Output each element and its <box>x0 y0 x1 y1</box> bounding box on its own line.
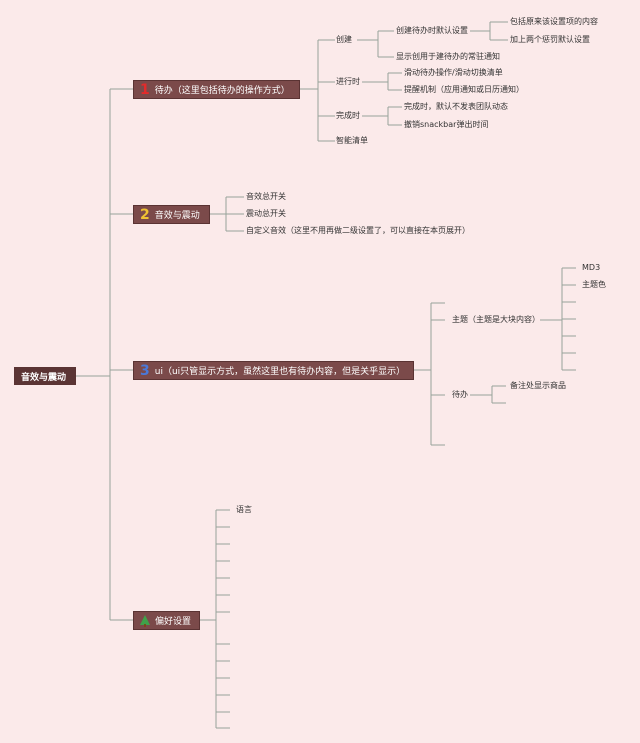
node-swipe-actions[interactable]: 滑动待办操作/滑动切换清单 <box>404 68 503 77</box>
number-two-icon: 2 <box>140 206 150 223</box>
number-one-icon: 1 <box>140 81 150 98</box>
node-md3[interactable]: MD3 <box>582 263 601 272</box>
branch-preferences[interactable]: 偏好设置 <box>133 611 200 630</box>
node-create[interactable]: 创建 <box>336 35 352 44</box>
node-in-progress[interactable]: 进行时 <box>336 77 360 86</box>
root-node[interactable]: 音效与震动 <box>14 367 76 385</box>
node-on-complete[interactable]: 完成时 <box>336 111 360 120</box>
node-custom-sound[interactable]: 自定义音效（这里不用再做二级设置了，可以直接在本页展开） <box>246 226 470 235</box>
branch-ui-label: ui（ui只管显示方式，虽然这里也有待办内容，但是关乎显示） <box>154 367 406 377</box>
branch-preferences-label: 偏好设置 <box>155 617 192 627</box>
node-undo-snackbar[interactable]: 撤销snackbar弹出时间 <box>404 120 489 129</box>
node-ui-todo[interactable]: 待办 <box>452 390 468 399</box>
branch-sound-vibration[interactable]: 2 音效与震动 <box>133 205 210 224</box>
node-no-team-post[interactable]: 完成时，默认不发表团队动态 <box>404 102 508 111</box>
node-language[interactable]: 语言 <box>236 505 252 514</box>
node-reminder-mechanism[interactable]: 提醒机制（应用通知或日历通知） <box>404 85 524 94</box>
node-theme-color[interactable]: 主题色 <box>582 280 606 289</box>
node-smart-list[interactable]: 智能清单 <box>336 136 368 145</box>
root-label: 音效与震动 <box>21 372 67 383</box>
node-sound-master[interactable]: 音效总开关 <box>246 192 286 201</box>
node-resident-notification[interactable]: 显示创用于建待办的常驻通知 <box>396 52 500 61</box>
branch-todo[interactable]: 1 待办（这里包括待办的操作方式） <box>133 80 300 99</box>
node-note-goods[interactable]: 备注处显示商品 <box>510 381 566 390</box>
number-three-icon: 3 <box>140 362 150 379</box>
tree-icon <box>140 614 150 627</box>
branch-ui[interactable]: 3 ui（ui只管显示方式，虽然这里也有待办内容，但是关乎显示） <box>133 361 414 380</box>
node-include-original[interactable]: 包括原来该设置项的内容 <box>510 17 598 26</box>
node-vibration-master[interactable]: 震动总开关 <box>246 209 286 218</box>
branch-todo-label: 待办（这里包括待办的操作方式） <box>154 86 290 96</box>
node-create-default-settings[interactable]: 创建待办时默认设置 <box>396 26 468 35</box>
branch-sound-label: 音效与震动 <box>154 211 200 221</box>
node-theme[interactable]: 主题（主题是大块内容） <box>452 315 540 324</box>
node-add-penalty-defaults[interactable]: 加上两个惩罚默认设置 <box>510 35 590 44</box>
